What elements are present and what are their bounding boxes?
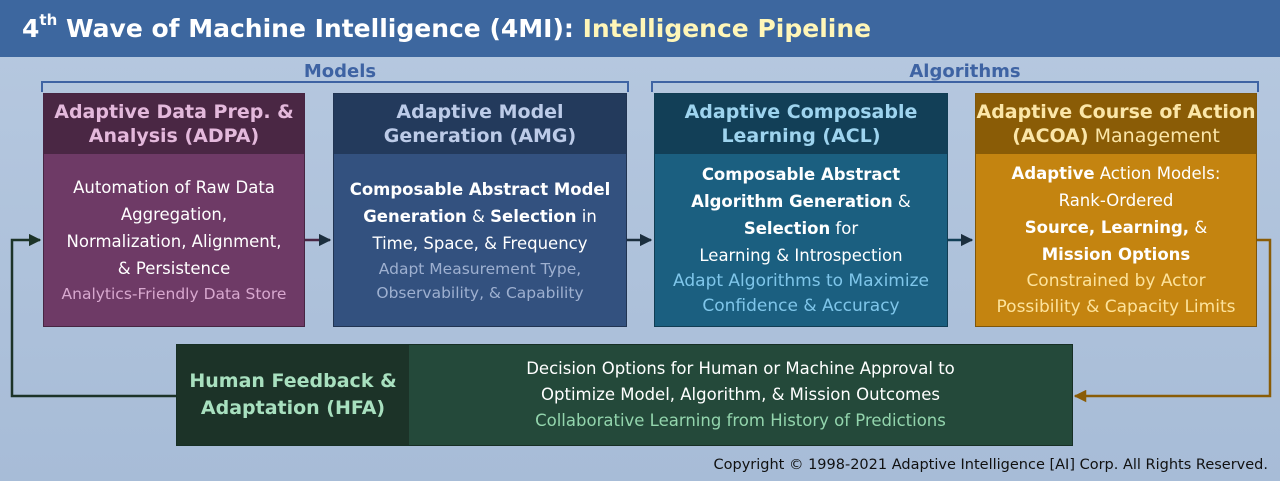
page-title: 4th Wave of Machine Intelligence (4MI): … [0,0,1280,57]
amg-subtext-1: Adapt Measurement Type, [378,259,582,278]
arrow-hfa-to-adpa [10,233,176,398]
acoa-body: Adaptive Action Models: Rank-Ordered Sou… [976,154,1256,326]
acoa-subtext-1: Constrained by Actor [1026,271,1206,291]
acoa-subtext-2: Possibility & Capacity Limits [996,297,1236,317]
hfa-body: Decision Options for Human or Machine Ap… [409,345,1072,445]
copyright-notice: Copyright © 1998-2021 Adaptive Intellige… [713,457,1269,473]
algorithms-group-label: Algorithms [909,61,1021,82]
acoa-box: Adaptive Course of Action(ACOA) Manageme… [975,93,1257,327]
adpa-header: Adaptive Data Prep. &Analysis (ADPA) [44,94,304,154]
arrow-acoa-to-hfa [1073,238,1272,403]
models-bracket [41,81,629,92]
title-highlight: Intelligence Pipeline [582,14,872,43]
algorithms-bracket [651,81,1259,92]
hfa-subtext: Collaborative Learning from History of P… [535,411,946,430]
hfa-box: Human Feedback &Adaptation (HFA) Decisio… [176,344,1073,446]
acl-subtext-2: Confidence & Accuracy [702,296,900,316]
amg-body: Composable Abstract Model Generation & S… [334,154,626,326]
acl-body: Composable Abstract Algorithm Generation… [655,154,947,326]
hfa-label: Human Feedback &Adaptation (HFA) [177,345,409,445]
acoa-header: Adaptive Course of Action(ACOA) Manageme… [976,94,1256,154]
acl-subtext-1: Adapt Algorithms to Maximize [673,271,929,291]
adpa-subtext: Analytics-Friendly Data Store [61,285,287,303]
models-group-label: Models [303,61,377,82]
amg-subtext-2: Observability, & Capability [376,283,584,302]
adpa-body: Automation of Raw Data Aggregation, Norm… [44,154,304,326]
adpa-box: Adaptive Data Prep. &Analysis (ADPA) Aut… [43,93,305,327]
